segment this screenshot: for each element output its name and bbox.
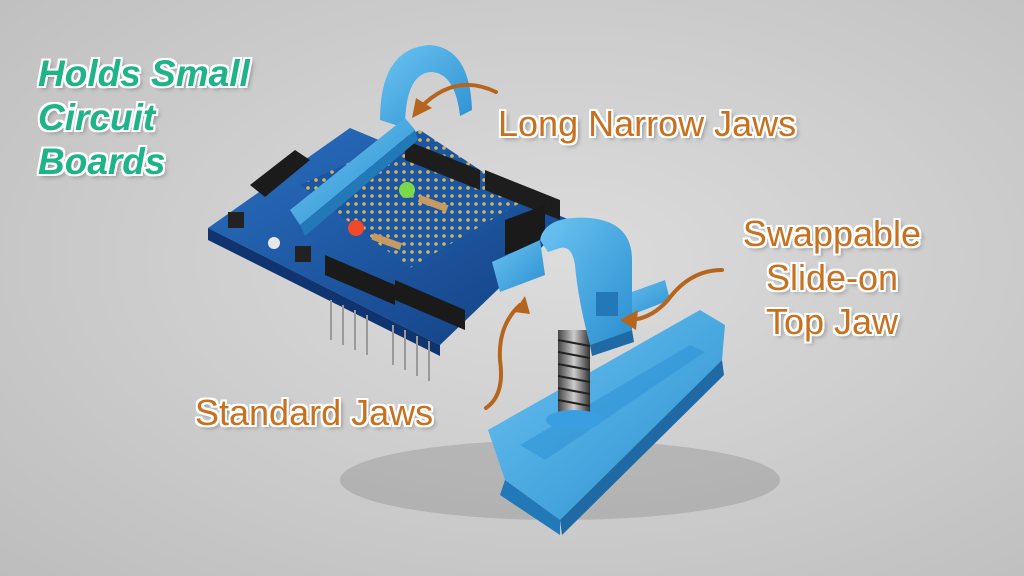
arrow-heads <box>412 98 638 330</box>
standard-jaws-label: Standard Jaws <box>195 392 434 433</box>
swap-line-2: Slide-on <box>765 257 899 298</box>
holds-line-1: Holds Small <box>38 53 250 94</box>
spring <box>546 330 602 430</box>
swappable-top-jaw-label: Swappable Slide-on Top Jaw <box>722 212 942 344</box>
swap-line-3: Top Jaw <box>765 301 899 342</box>
arrow-standard <box>484 303 522 410</box>
holds-small-circuit-boards-label: Holds Small Circuit Boards <box>38 52 298 184</box>
clamp-base <box>488 280 725 535</box>
swap-line-1: Swappable <box>742 213 922 254</box>
standard-jaws <box>492 217 634 356</box>
arrow-swappable <box>626 268 724 322</box>
long-narrow-jaws-label: Long Narrow Jaws <box>498 103 797 144</box>
arrow-long-narrow <box>418 82 498 110</box>
holds-line-3: Boards <box>38 141 166 182</box>
holds-line-2: Circuit <box>38 97 156 138</box>
long-narrow-jaws <box>290 45 472 236</box>
annotation-arrows <box>418 82 724 410</box>
